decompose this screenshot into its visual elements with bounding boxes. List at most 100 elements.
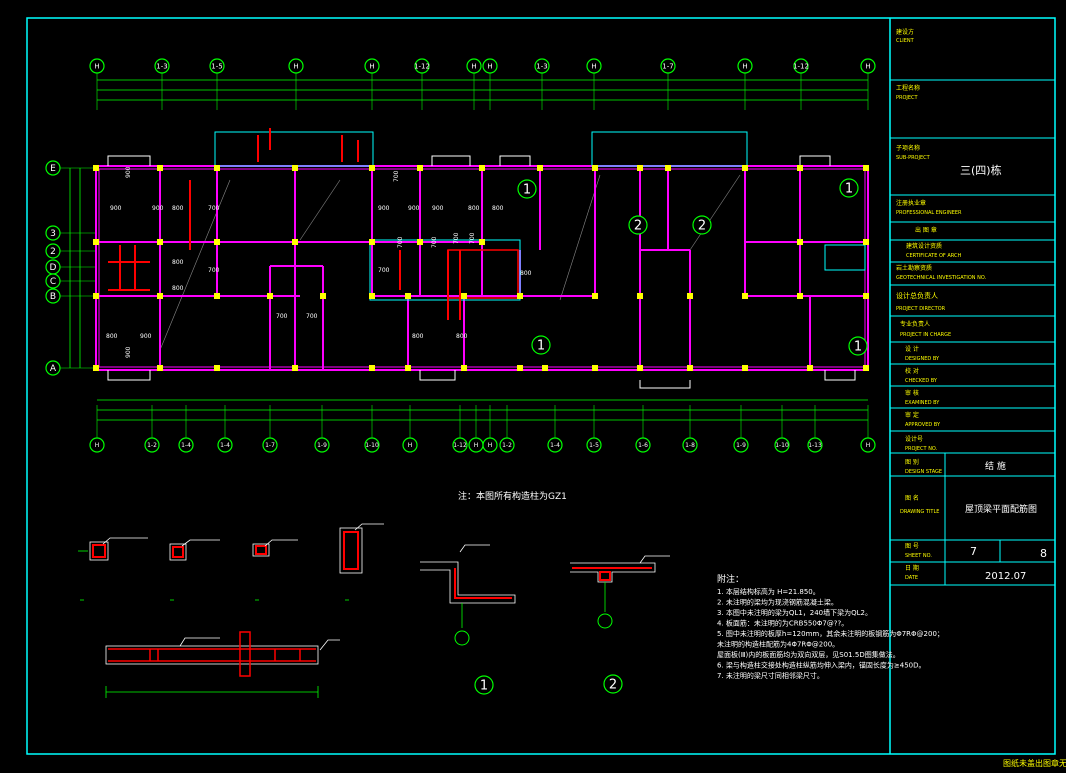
structural-column bbox=[369, 165, 375, 171]
title-block-project-en: PROJECT bbox=[896, 95, 919, 101]
axis-bubble-top: H bbox=[89, 58, 105, 74]
axis-bubble-top: H bbox=[466, 58, 482, 74]
axis-bubble-bottom: H bbox=[468, 437, 484, 453]
section-marker: 1 bbox=[517, 179, 537, 199]
structural-column bbox=[797, 165, 803, 171]
section-detail-1 bbox=[420, 544, 516, 646]
structural-column bbox=[592, 165, 598, 171]
title-block-checker-cn: 校 对 bbox=[905, 367, 919, 375]
svg-text:1-7: 1-7 bbox=[265, 442, 275, 449]
structural-column bbox=[292, 165, 298, 171]
structural-column bbox=[417, 165, 423, 171]
dimension-label: 700 bbox=[378, 267, 390, 274]
svg-text:1: 1 bbox=[523, 183, 531, 198]
axis-bubble-top: H bbox=[586, 58, 602, 74]
dimension-label: 800 bbox=[492, 205, 504, 212]
svg-text:1-9: 1-9 bbox=[317, 442, 327, 449]
title-block bbox=[890, 79, 1055, 586]
axis-bubble-bottom: 1-4 bbox=[178, 437, 194, 453]
title-block-designer-en: DESIGNED BY bbox=[905, 356, 940, 362]
dimension-label: 800 bbox=[456, 333, 468, 340]
dimension-label: 700 bbox=[431, 236, 438, 248]
structural-column bbox=[742, 365, 748, 371]
structural-column bbox=[267, 293, 273, 299]
svg-text:2: 2 bbox=[50, 247, 56, 257]
svg-text:1: 1 bbox=[537, 339, 545, 354]
svg-text:1-12: 1-12 bbox=[453, 442, 467, 449]
axis-bubble-top: 1-3 bbox=[154, 58, 170, 74]
dimension-label: 700 bbox=[453, 232, 460, 244]
svg-text:H: H bbox=[94, 62, 99, 70]
svg-text:1-4: 1-4 bbox=[550, 442, 560, 449]
svg-text:1-2: 1-2 bbox=[147, 442, 157, 449]
axis-bubble-bottom: 1-8 bbox=[682, 437, 698, 453]
svg-text:E: E bbox=[50, 164, 56, 174]
structural-column bbox=[479, 239, 485, 245]
dimension-label: 900 bbox=[110, 205, 122, 212]
structural-column bbox=[863, 165, 869, 171]
title-block-project-cn: 工程名称 bbox=[896, 84, 920, 92]
note-line: 7. 未注明的梁尺寸同相邻梁尺寸。 bbox=[717, 671, 824, 680]
svg-text:1-5: 1-5 bbox=[589, 442, 599, 449]
axis-bubble-left: C bbox=[45, 273, 61, 289]
structural-column bbox=[637, 165, 643, 171]
dimension-label: 900 bbox=[125, 166, 132, 178]
section-marker: 2 bbox=[628, 215, 648, 235]
title-block-title-en: DRAWING TITLE bbox=[900, 509, 939, 515]
svg-text:1-13: 1-13 bbox=[808, 442, 822, 449]
title-block-sheet-total: 8 bbox=[1040, 547, 1047, 560]
axis-bubble-left: A bbox=[45, 360, 61, 376]
detail-marker: 2 bbox=[603, 674, 623, 694]
axis-bubble-top: 1-12 bbox=[793, 58, 809, 74]
structural-column bbox=[405, 365, 411, 371]
notes-heading: 附注： bbox=[717, 573, 744, 585]
svg-text:2: 2 bbox=[609, 678, 617, 693]
axis-bubble-bottom: 1-4 bbox=[217, 437, 233, 453]
svg-text:H: H bbox=[488, 442, 493, 449]
axis-bubble-top: 1-5 bbox=[209, 58, 225, 74]
axis-bubble-bottom: H bbox=[860, 437, 876, 453]
dimension-label: 800 bbox=[172, 259, 184, 266]
column-details bbox=[78, 523, 384, 601]
svg-text:H: H bbox=[591, 62, 596, 70]
dimension-label: 700 bbox=[469, 232, 476, 244]
axis-bubble-bottom: 1-12 bbox=[452, 437, 468, 453]
section-detail-2 bbox=[570, 555, 670, 629]
title-block-date-cn: 日 期 bbox=[905, 564, 919, 572]
structural-column bbox=[417, 239, 423, 245]
title-block-sheet-value: 7 bbox=[970, 545, 977, 558]
axis-bubble-left: 3 bbox=[45, 225, 61, 241]
svg-text:H: H bbox=[471, 62, 476, 70]
svg-text:1-2: 1-2 bbox=[502, 442, 512, 449]
dimension-label: 800 bbox=[172, 205, 184, 212]
structural-column bbox=[637, 365, 643, 371]
title-block-title-cn: 图 名 bbox=[905, 494, 919, 502]
title-block-cert2-en: GEOTECHNICAL INVESTIGATION NO. bbox=[896, 275, 987, 281]
svg-text:H: H bbox=[293, 62, 298, 70]
axis-bubble-bottom: 1-13 bbox=[807, 437, 823, 453]
structural-column bbox=[369, 293, 375, 299]
structural-column bbox=[592, 365, 598, 371]
axis-bubble-bottom: 1-6 bbox=[635, 437, 651, 453]
dimension-label: 900 bbox=[378, 205, 390, 212]
title-block-phase-en: DESIGN STAGE bbox=[905, 469, 942, 475]
footer-note: 图纸未盖出图章无效 bbox=[1003, 758, 1066, 768]
structural-column bbox=[157, 293, 163, 299]
title-block-checker-en: CHECKED BY bbox=[905, 378, 938, 384]
structural-column bbox=[461, 293, 467, 299]
structural-column bbox=[93, 365, 99, 371]
svg-text:H: H bbox=[95, 442, 100, 449]
svg-text:H: H bbox=[474, 442, 479, 449]
axis-bubble-top: 1-3 bbox=[534, 58, 550, 74]
beam-elevation-detail bbox=[105, 631, 340, 698]
structural-column bbox=[479, 165, 485, 171]
note-line: 屋面板(Ⅲ)内的板面筋均为双向双层，见S01.5D图集做法。 bbox=[717, 650, 900, 659]
title-block-title-value: 屋顶梁平面配筋图 bbox=[965, 503, 1037, 515]
svg-text:H: H bbox=[865, 62, 870, 70]
note-line: 6. 梁与构造柱交接处构造柱纵筋均伸入梁内，锚固长度为≥450D。 bbox=[717, 661, 926, 670]
title-block-date-value: 2012.07 bbox=[985, 571, 1026, 582]
svg-text:1-7: 1-7 bbox=[662, 62, 673, 70]
axis-bubble-top: H bbox=[860, 58, 876, 74]
roof-beam-plan: 9009009008007009009009008008008008007007… bbox=[45, 58, 876, 453]
svg-text:1-9: 1-9 bbox=[736, 442, 746, 449]
